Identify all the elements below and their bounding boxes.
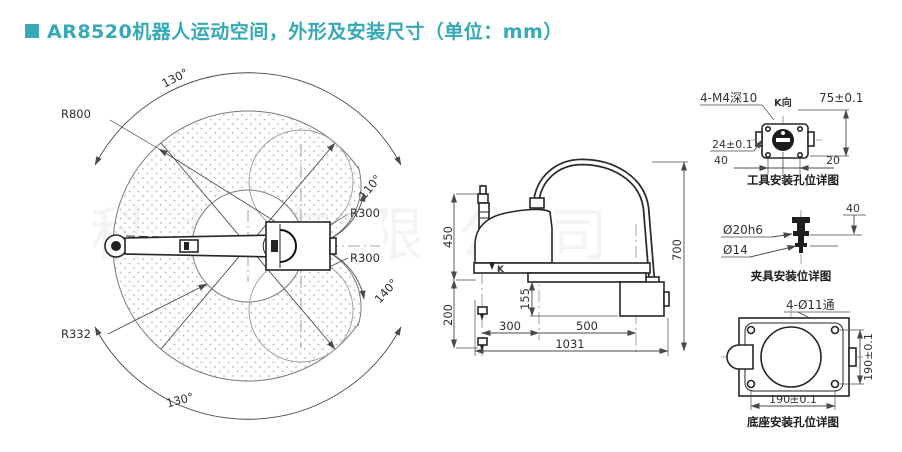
side-view-dimensions: 450 200 155 300 500 1031 700	[441, 161, 688, 356]
dim-20-tool: 20	[826, 154, 840, 167]
label-radius-inner: R332	[61, 327, 91, 341]
arm-plate-lower	[527, 272, 647, 283]
robot-base-side	[619, 281, 665, 317]
arm-housing	[474, 208, 553, 264]
dim-shaft: Ø20h6	[723, 223, 763, 237]
label-angle-top: 130°	[159, 65, 190, 90]
detail-views: 4-M4深10 K向 75±0.1 24±0.1	[700, 91, 875, 429]
label-tool-thread: 4-M4深10	[700, 91, 757, 105]
base-left-tab	[726, 344, 754, 370]
detail-gripper-mounting: 40 Ø20h6 Ø14 夹具安装位详图	[721, 202, 866, 283]
cable-arch-inner	[534, 160, 654, 283]
caption-tool: 工具安装孔位详图	[747, 173, 839, 187]
caption-gripper: 夹具安装位详图	[751, 269, 832, 283]
dim-1031: 1031	[555, 337, 584, 351]
top-view-diagram: 130° R800 110° R300 R300 140° R332 130°	[61, 65, 402, 420]
dim-200: 200	[441, 304, 455, 326]
label-radius-outer: R800	[61, 107, 91, 121]
label-radius-lobe-upper: R300	[350, 206, 380, 220]
dim-450: 450	[441, 226, 455, 248]
arm-link	[124, 234, 279, 258]
label-angle-bottom: 130°	[165, 390, 195, 411]
dim-75: 75±0.1	[819, 91, 863, 105]
page-title: AR8520机器人运动空间，外形及安装尺寸（单位：mm）	[25, 17, 563, 44]
label-k-view: K向	[774, 96, 792, 109]
end-effector-shaft	[111, 241, 121, 251]
title-bullet-icon	[25, 23, 39, 38]
dim-40-tool: 40	[714, 154, 728, 167]
k-view-marker: K	[497, 265, 505, 275]
label-radius-lobe-lower: R300	[350, 251, 380, 265]
dim-300: 300	[499, 319, 521, 333]
robot-side-drawing: K	[473, 158, 670, 352]
dim-40-gripper: 40	[846, 202, 860, 215]
dim-500: 500	[576, 319, 598, 333]
title-text: AR8520机器人运动空间，外形及安装尺寸（单位：mm）	[47, 21, 563, 43]
detail-tool-mounting: 4-M4深10 K向 75±0.1 24±0.1	[700, 91, 863, 187]
dim-190-horizontal: 190±0.1	[769, 393, 817, 406]
robot-arm-plan	[104, 221, 337, 271]
caption-base: 底座安装孔位详图	[747, 415, 839, 429]
dim-24: 24±0.1	[712, 138, 753, 151]
detail-base-mounting: 4-Ø11通 190±0.1 190±0.1 底座安装孔	[721, 298, 875, 429]
dim-700: 700	[670, 239, 684, 261]
dim-190-vertical: 190±0.1	[862, 333, 875, 381]
dim-155: 155	[518, 288, 532, 310]
quill-tip	[479, 185, 487, 195]
dim-bore: Ø14	[723, 243, 748, 257]
k-view-arrow-icon	[489, 262, 495, 270]
side-view-diagram: K 450 200 155 300 500 1031	[441, 158, 688, 356]
label-base-holes: 4-Ø11通	[786, 298, 835, 312]
